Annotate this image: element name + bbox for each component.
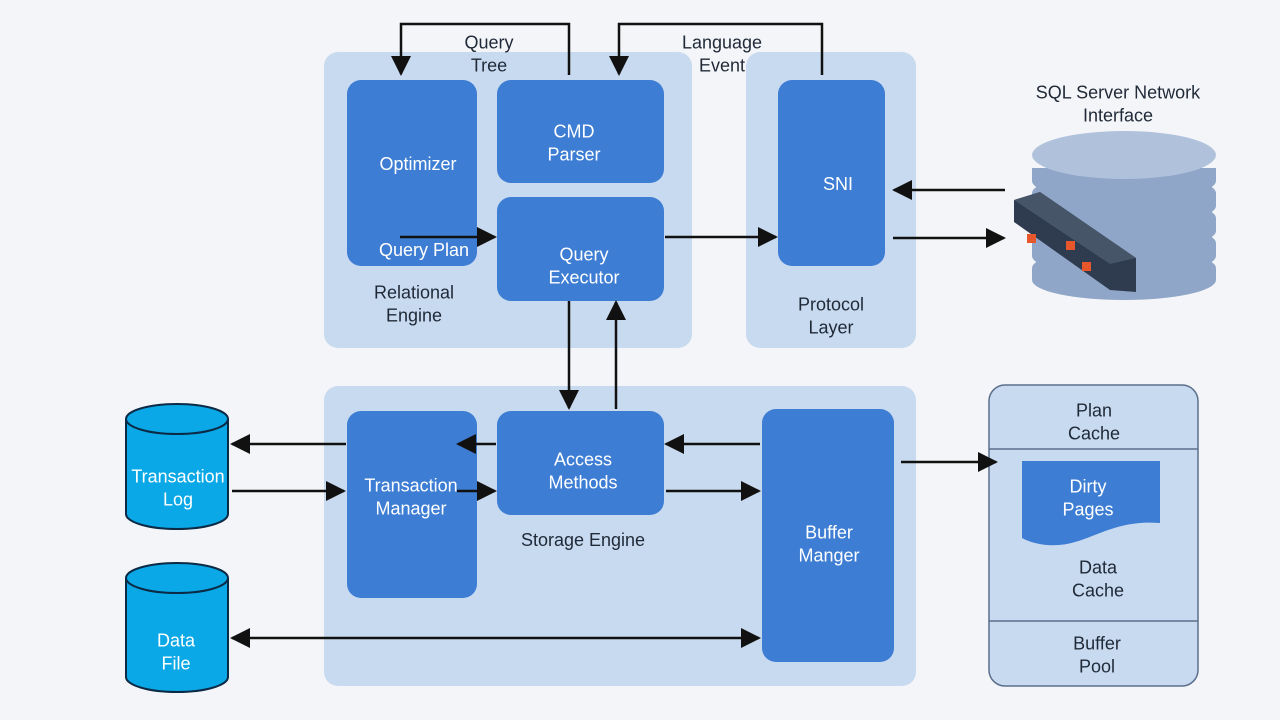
arrow-query-tree [391, 22, 571, 76]
label-line: Manger [798, 546, 859, 566]
label-line: Query [559, 245, 608, 265]
label-line: CMD [554, 122, 595, 142]
query-plan-label: Query Plan [379, 240, 469, 260]
cmd-parser-box [497, 80, 664, 183]
label-line: Transaction [364, 476, 457, 496]
label-line: Query Plan [379, 240, 469, 260]
storage-engine-label: Storage Engine [521, 530, 645, 550]
label-line: Relational [374, 283, 454, 303]
buffer-manager-box [762, 409, 894, 662]
query-executor-box [497, 197, 664, 301]
label-line: SQL Server Network [1036, 83, 1201, 103]
label-line: Plan [1076, 401, 1112, 421]
label-line: Methods [548, 473, 617, 493]
server-led [1066, 241, 1075, 250]
cmd-parser-label: CMD Parser [547, 122, 600, 165]
label-line: Parser [547, 145, 600, 165]
label-line: SNI [823, 174, 853, 194]
label-line: Cache [1068, 424, 1120, 444]
dirty-pages-document [1022, 461, 1160, 546]
data-file-cylinder [125, 562, 229, 693]
label-line: Tree [471, 56, 507, 76]
label-line: Access [554, 450, 612, 470]
sni-box [778, 80, 885, 266]
label-line: Executor [548, 268, 619, 288]
label-line: Engine [386, 306, 442, 326]
label-line: Data [1079, 558, 1118, 578]
label-line: Manager [375, 499, 446, 519]
label-line: Storage Engine [521, 530, 645, 550]
label-line: Event [699, 56, 745, 76]
server-database-icon [1014, 131, 1216, 300]
label-line: Log [163, 490, 193, 510]
label-line: Language [682, 33, 762, 53]
transaction-manager-box [347, 411, 477, 598]
label-line: Buffer [805, 523, 853, 543]
label-line: Protocol [798, 295, 864, 315]
label-line: Buffer [1073, 634, 1121, 654]
label-line: Pool [1079, 657, 1115, 677]
transaction-log-cylinder [125, 403, 229, 530]
label-line: Transaction [131, 467, 224, 487]
label-line: Interface [1083, 106, 1153, 126]
label-line: Data [157, 631, 196, 651]
label-line: Cache [1072, 581, 1124, 601]
server-led [1082, 262, 1091, 271]
label-line: Dirty [1070, 477, 1107, 497]
label-line: File [161, 654, 190, 674]
sni-label: SNI [823, 174, 853, 194]
connectors [230, 22, 1006, 648]
label-line: Optimizer [379, 154, 456, 174]
label-line: Pages [1062, 500, 1113, 520]
buffer-pool-container [988, 384, 1199, 687]
label-line: Layer [808, 318, 853, 338]
optimizer-label: Optimizer [379, 154, 456, 174]
label-line: Query [464, 33, 513, 53]
access-methods-box [497, 411, 664, 515]
arrow-language-event [609, 22, 824, 76]
server-led [1027, 234, 1036, 243]
optimizer-box [347, 80, 477, 266]
